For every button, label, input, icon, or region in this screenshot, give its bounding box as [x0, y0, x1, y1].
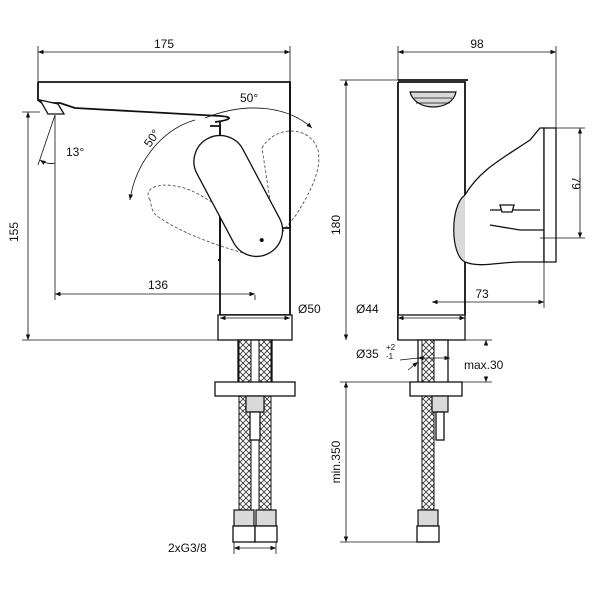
dim-width-total: 175 [154, 37, 174, 51]
dim-side-height: 180 [329, 215, 343, 235]
front-fixing-plate [214, 381, 296, 397]
side-base-plate [397, 314, 466, 341]
dim-counter-thickness: max.30 [464, 358, 504, 372]
side-fixing-nut [431, 395, 449, 413]
side-fixing-rod [435, 411, 445, 441]
dim-depth-total: 98 [470, 37, 484, 51]
dim-hole-tol-minus: -1 [386, 352, 394, 361]
lever-handle [193, 134, 284, 258]
front-nut-right [255, 509, 277, 527]
dim-front-height: 155 [7, 222, 21, 242]
dim-lever-height: 79 [569, 176, 583, 190]
dim-hole-diameter: Ø35 [356, 347, 379, 361]
front-fixing-rod [249, 411, 261, 441]
dim-lever-offset: 73 [475, 287, 489, 301]
side-lever [464, 127, 545, 266]
front-fixing-nut [245, 395, 265, 413]
aerator [38, 99, 66, 115]
dim-hole-tol-plus: +2 [386, 343, 396, 352]
side-view: 98 180 79 73 Ø44 Ø35 +2 -1 max.30 [329, 37, 585, 543]
side-aerator [409, 91, 457, 108]
front-base-plate [217, 314, 293, 341]
side-fixing-plate [409, 381, 463, 397]
dim-lever-angle-left: 50° [141, 127, 163, 150]
dim-base-diameter: Ø50 [298, 302, 321, 316]
dim-hose-connection: 2xG3/8 [168, 541, 207, 555]
dim-hose-length: min.350 [329, 440, 343, 483]
ghost-lever-right [261, 130, 320, 236]
dim-spout-angle: 13° [66, 145, 84, 159]
front-nut-left [233, 509, 255, 527]
ghost-lever-left [147, 184, 264, 254]
side-nut [417, 509, 439, 527]
dim-body-diameter: Ø44 [356, 302, 379, 316]
front-view: 175 155 13° 50° 50° 136 Ø50 2xG3/8 [7, 37, 321, 555]
dim-lever-angle-right: 50° [240, 91, 258, 105]
dim-spout-reach: 136 [148, 278, 168, 292]
side-body-outline [397, 81, 466, 340]
